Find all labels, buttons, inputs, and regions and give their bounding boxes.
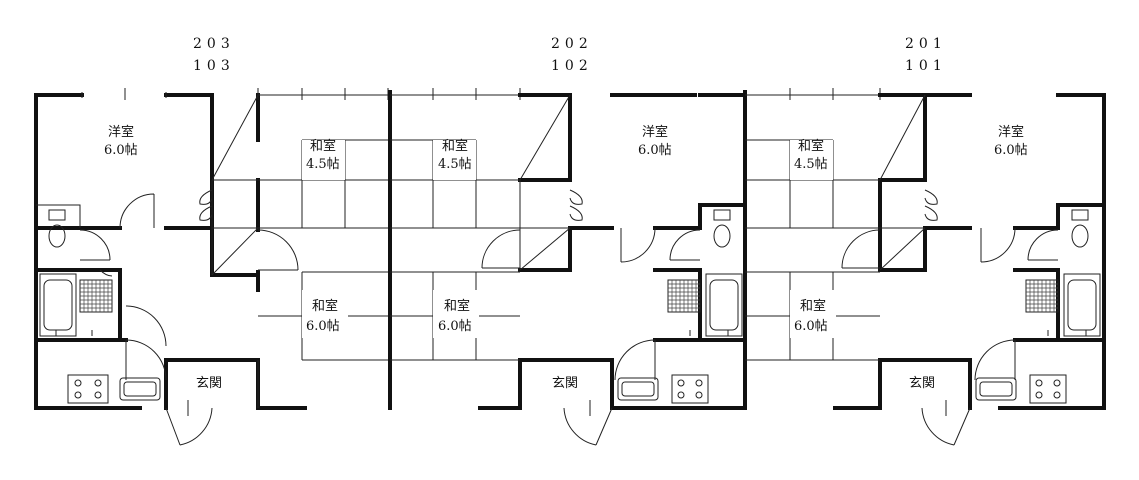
room-japanese-small-label: 和室 xyxy=(798,138,824,154)
room-japanese-large-size: 6.0帖 xyxy=(438,319,472,334)
room-japanese-large-label: 和室 xyxy=(800,298,826,314)
room-japanese-small-size: 4.5帖 xyxy=(438,157,472,172)
room-entrance-label: 玄関 xyxy=(552,376,578,391)
room-japanese-large-label: 和室 xyxy=(312,298,338,314)
room-western-size: 6.0帖 xyxy=(104,143,138,158)
room-japanese-small-label: 和室 xyxy=(442,138,468,154)
room-western-label: 洋室 xyxy=(998,124,1024,140)
unit-203-103: 203 103 和室 4.5帖 和室 6.0帖 洋室 6.0帖 xyxy=(34,36,390,446)
unit-201-101: 201 101 和室 4.5帖 和室 6.0帖 洋室 6.0帖 xyxy=(745,36,1106,446)
room-western-size: 6.0帖 xyxy=(638,143,672,158)
unit-202-102: 202 102 和室 4.5帖 和室 6.0帖 洋室 6.0帖 xyxy=(390,36,747,446)
room-japanese-small-size: 4.5帖 xyxy=(794,157,828,172)
unit-number-lower: 101 xyxy=(905,58,947,74)
room-japanese-small-size: 4.5帖 xyxy=(306,157,340,172)
room-western-label: 洋室 xyxy=(108,124,134,140)
room-japanese-large-size: 6.0帖 xyxy=(306,319,340,334)
room-western-label: 洋室 xyxy=(642,124,668,140)
unit-number-lower: 102 xyxy=(551,58,593,74)
room-entrance-label: 玄関 xyxy=(196,376,222,391)
room-japanese-small-label: 和室 xyxy=(310,138,336,154)
unit-number-upper: 203 xyxy=(193,36,235,52)
room-western-size: 6.0帖 xyxy=(994,143,1028,158)
unit-number-lower: 103 xyxy=(193,58,235,74)
room-japanese-large-size: 6.0帖 xyxy=(794,319,828,334)
room-entrance-label: 玄関 xyxy=(909,376,935,391)
room-japanese-large-label: 和室 xyxy=(444,298,470,314)
unit-number-upper: 201 xyxy=(905,36,947,52)
unit-number-upper: 202 xyxy=(551,36,593,52)
